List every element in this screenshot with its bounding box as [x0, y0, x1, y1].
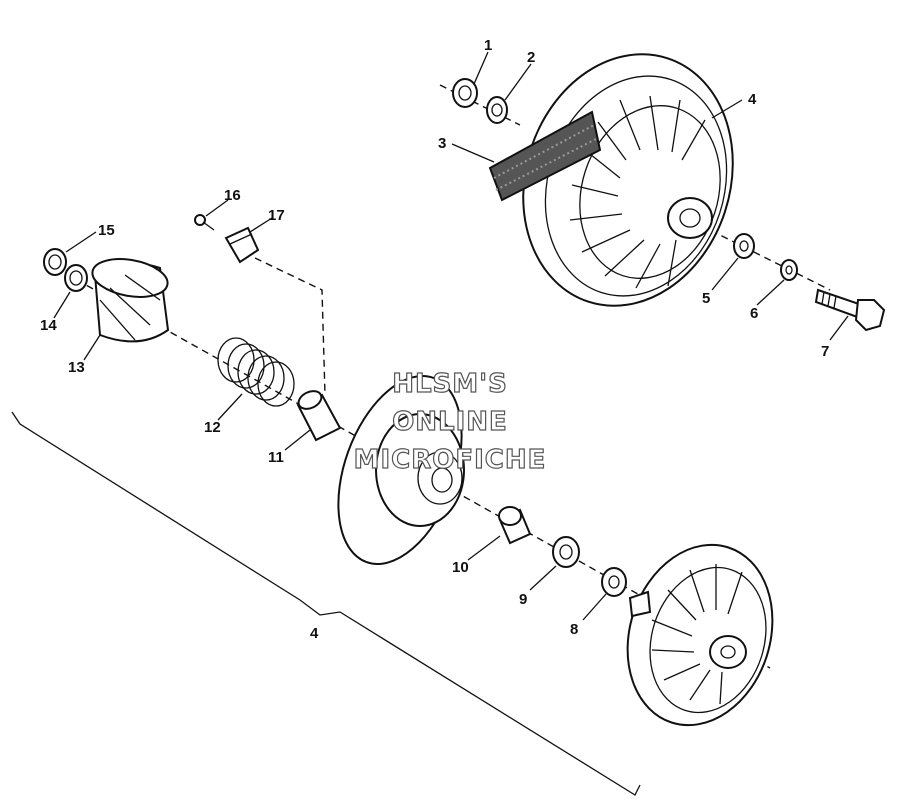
callout-4: 4 [748, 91, 757, 108]
cam-part [91, 258, 170, 343]
callout-3: 3 [438, 135, 446, 152]
callout-2: 2 [527, 49, 535, 66]
callout-13: 13 [68, 359, 85, 376]
washer-5-part [733, 233, 755, 259]
callout-7: 7 [821, 343, 829, 360]
callout-17: 17 [268, 207, 285, 224]
callout-6: 6 [750, 305, 758, 322]
washer-9-part [552, 536, 580, 568]
snap-ring-part [43, 248, 67, 276]
bolt-axis-line [699, 224, 831, 291]
callout-4-assembly: 4 [310, 625, 319, 642]
callout-10: 10 [452, 559, 469, 576]
pin-part [194, 214, 215, 231]
drive-belt-part [488, 110, 602, 202]
callout-11: 11 [268, 449, 284, 466]
bushing-11-part [296, 390, 342, 442]
stationary-sheave-part [626, 543, 774, 727]
watermark: HLSM'S ONLINE MICROFICHE [353, 368, 547, 475]
callout-15: 15 [98, 222, 115, 239]
callout-8: 8 [570, 621, 578, 638]
lock-washer-6-part [780, 259, 798, 281]
washer-14-part [64, 264, 88, 292]
upper-axis-line [439, 84, 521, 126]
callout-16: 16 [224, 187, 241, 204]
assembly-bracket [11, 411, 641, 796]
watermark-line-2: ONLINE [392, 407, 508, 437]
bolt-part [814, 288, 886, 332]
leader-lines [53, 51, 849, 621]
callout-1: 1 [484, 37, 492, 54]
movable-sheave-part [337, 375, 465, 565]
roller-button-part [224, 226, 260, 264]
fixed-sheave-part [522, 53, 734, 307]
bearing-part [452, 78, 478, 108]
washer-2-part [486, 96, 508, 124]
watermark-line-1: HLSM'S [392, 369, 508, 399]
bushing-10-part [498, 506, 532, 545]
washer-8-part [601, 567, 627, 597]
callout-12: 12 [204, 419, 221, 436]
callout-14: 14 [40, 317, 57, 334]
callout-9: 9 [519, 591, 527, 608]
watermark-line-3: MICROFICHE [354, 445, 547, 475]
callout-5: 5 [702, 290, 710, 307]
pin-guide-line [254, 257, 326, 396]
spring-part [217, 337, 295, 407]
